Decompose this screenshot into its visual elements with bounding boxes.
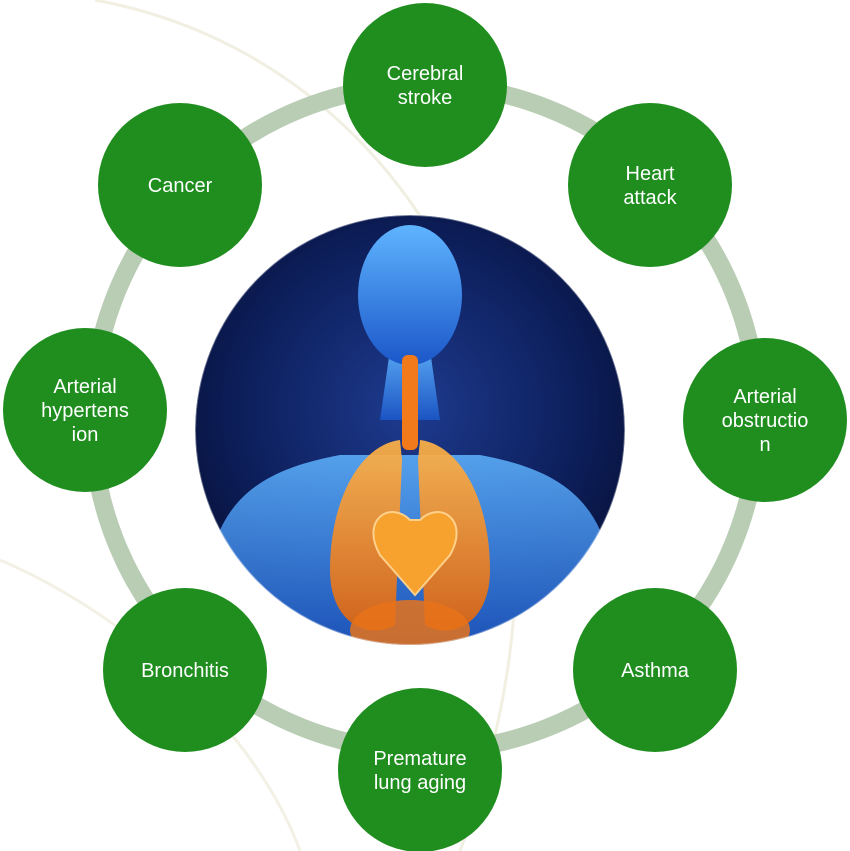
node-circle-bronchitis: [103, 588, 267, 752]
node-label-heart-attack: attack: [623, 187, 677, 209]
node-label-heart-attack: Heart: [626, 163, 675, 185]
node-label-arterial-hypertension: hypertens: [41, 400, 129, 422]
human-anatomy-icon: [195, 215, 625, 645]
node-circle-premature-lung-aging: [338, 688, 502, 851]
node-label-arterial-hypertension: Arterial: [53, 376, 116, 398]
node-bronchitis: Bronchitis: [103, 588, 267, 752]
node-circle-arterial-hypertension: [3, 328, 167, 492]
node-label-cancer: Cancer: [148, 175, 213, 197]
node-label-asthma: Asthma: [621, 660, 690, 682]
node-circle-cerebral-stroke: [343, 3, 507, 167]
anatomy-frame: [194, 214, 626, 646]
node-label-bronchitis: Bronchitis: [141, 660, 229, 682]
node-circle-arterial-obstruction: [683, 338, 847, 502]
node-circle-asthma: [573, 588, 737, 752]
node-label-arterial-obstruction: obstructio: [722, 410, 809, 432]
node-circle-cancer: [98, 103, 262, 267]
node-asthma: Asthma: [573, 588, 737, 752]
node-circle-heart-attack: [568, 103, 732, 267]
node-label-arterial-obstruction: Arterial: [733, 386, 796, 408]
nodes-layer: CerebralstrokeHeartattackArterialobstruc…: [3, 3, 847, 851]
node-label-arterial-obstruction: n: [759, 434, 770, 456]
node-label-cerebral-stroke: stroke: [398, 87, 452, 109]
node-label-arterial-hypertension: ion: [72, 424, 99, 446]
node-label-premature-lung-aging: lung aging: [374, 772, 466, 794]
node-label-premature-lung-aging: Premature: [373, 748, 466, 770]
node-cancer: Cancer: [98, 103, 262, 267]
node-label-cerebral-stroke: Cerebral: [387, 63, 464, 85]
